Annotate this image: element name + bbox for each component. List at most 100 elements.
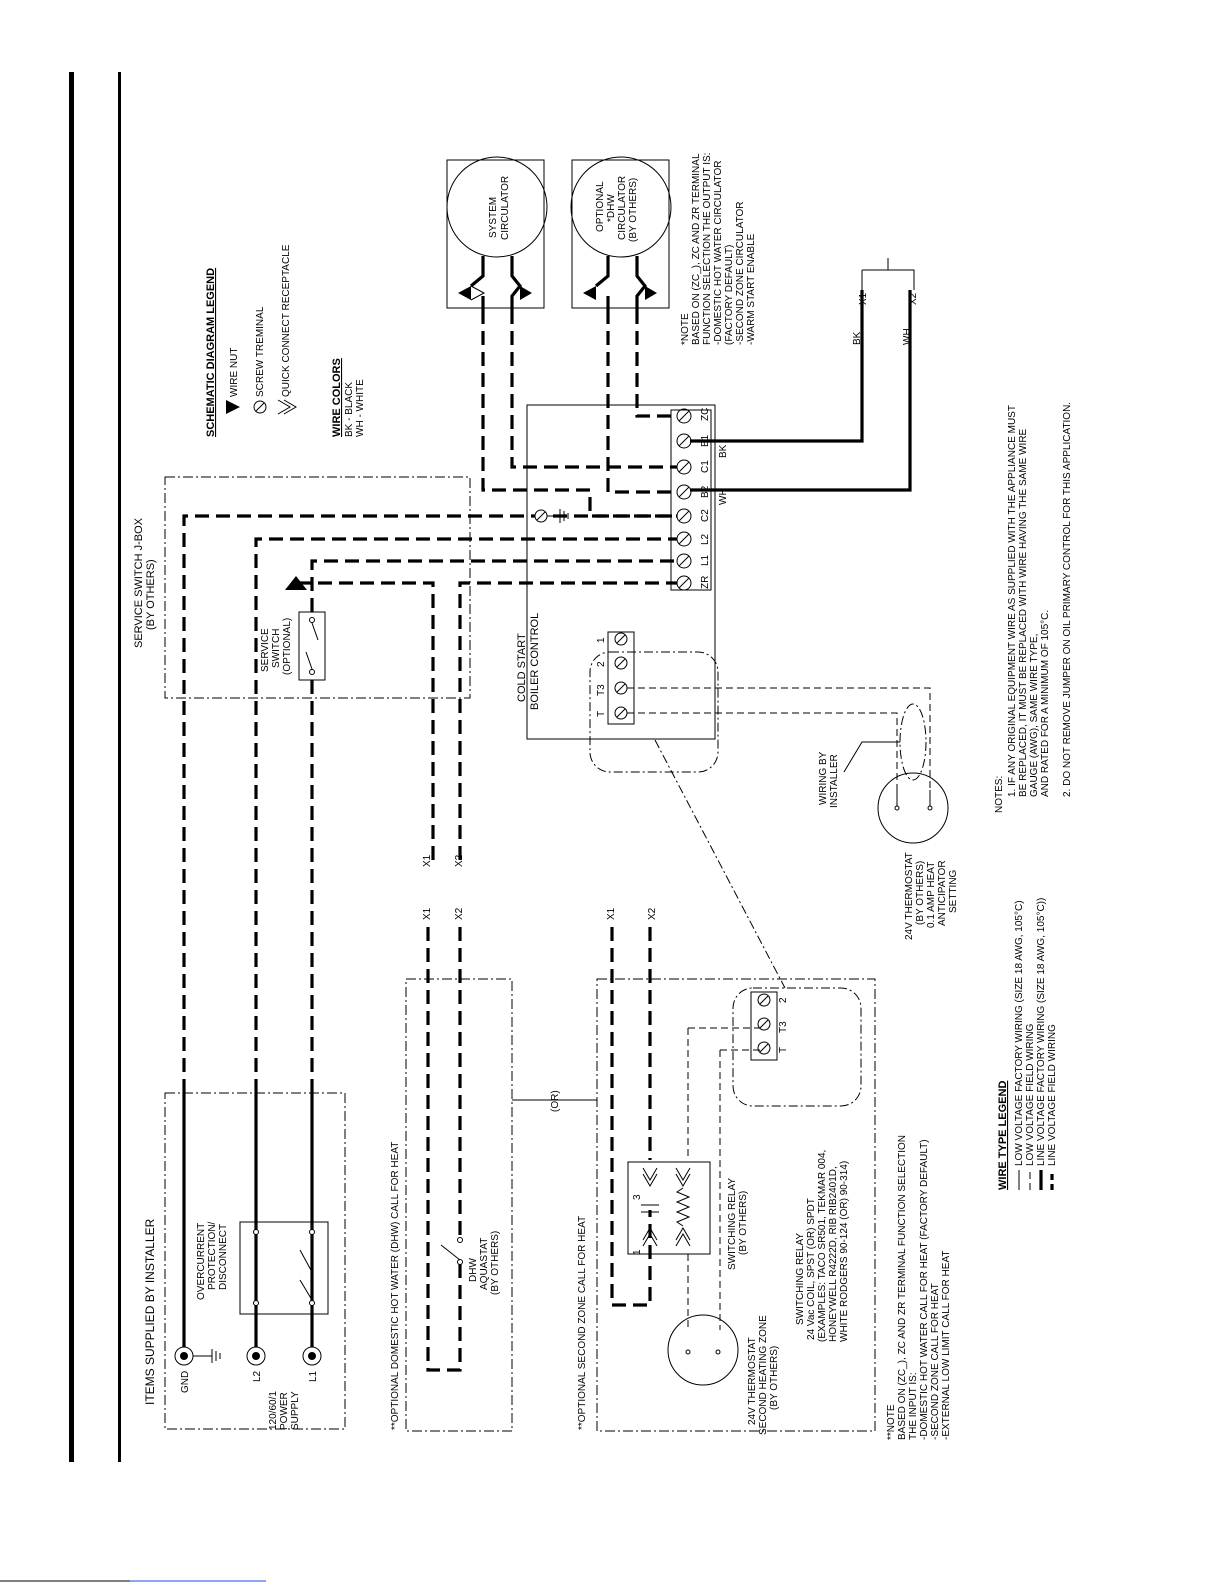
line-voltage-field-wires bbox=[182, 310, 677, 1093]
svg-text:(BY OTHERS): (BY OTHERS) bbox=[490, 1231, 501, 1295]
svg-text:GAUGE (AWG), SAME WIRE TYPE,: GAUGE (AWG), SAME WIRE TYPE, bbox=[1029, 634, 1040, 797]
svg-text:CIRCULATOR: CIRCULATOR bbox=[500, 176, 511, 240]
svg-text:BOILER CONTROL: BOILER CONTROL bbox=[529, 613, 541, 710]
wire-type-legend: WIRE TYPE LEGEND LOW VOLTAGE FACTORY WIR… bbox=[997, 898, 1058, 1190]
svg-text:SUPPLY: SUPPLY bbox=[290, 1391, 301, 1430]
svg-text:-SECOND ZONE CALL FOR HEAT: -SECOND ZONE CALL FOR HEAT bbox=[930, 1283, 941, 1440]
svg-text:BASED ON (ZC_), ZC AND ZR TERM: BASED ON (ZC_), ZC AND ZR TERMINAL FUNCT… bbox=[897, 1135, 908, 1440]
svg-text:DHW: DHW bbox=[468, 1258, 479, 1282]
dhw-zone: **OPTIONAL DOMESTIC HOT WATER (DHW) CALL… bbox=[390, 854, 513, 1432]
svg-text:LINE VOLTAGE FIELD WIRING: LINE VOLTAGE FIELD WIRING bbox=[1047, 1024, 1058, 1166]
svg-text:SCREW TREMINAL: SCREW TREMINAL bbox=[255, 306, 266, 397]
svg-text:(BY OTHERS): (BY OTHERS) bbox=[915, 861, 926, 925]
svg-text:LINE VOLTAGE FACTORY WIRING (S: LINE VOLTAGE FACTORY WIRING (SIZE 18 AWG… bbox=[1036, 898, 1047, 1166]
svg-text:WH: WH bbox=[718, 488, 729, 505]
installer-items: ITEMS SUPPLIED BY INSTALLER 120/60/1 POW… bbox=[143, 1092, 346, 1430]
second-zone: **OPTIONAL SECOND ZONE CALL FOR HEAT X1 … bbox=[577, 907, 876, 1435]
svg-text:**OPTIONAL SECOND ZONE CALL FO: **OPTIONAL SECOND ZONE CALL FOR HEAT bbox=[577, 1216, 588, 1430]
svg-text:L2: L2 bbox=[252, 1370, 263, 1382]
wire-colors-legend: WIRE COLORS BK - BLACK WH - WHITE bbox=[331, 358, 366, 437]
svg-text:(BY OTHERS): (BY OTHERS) bbox=[738, 1191, 749, 1255]
svg-text:*DHW: *DHW bbox=[606, 194, 617, 222]
notes: NOTES: 1. IF ANY ORIGINAL EQUIPMENT WIRE… bbox=[994, 402, 1073, 813]
legend-title: SCHEMATIC DIAGRAM LEGEND bbox=[205, 268, 217, 437]
svg-text:X2: X2 bbox=[908, 292, 919, 305]
boiler-thermostat: WIRING BY INSTALLER 24V THERMOSTAT (BY O… bbox=[627, 687, 959, 940]
svg-text:OPTIONAL: OPTIONAL bbox=[595, 181, 606, 232]
svg-text:T3: T3 bbox=[778, 1021, 789, 1033]
switching-relay bbox=[627, 1161, 711, 1255]
svg-text:SWITCH: SWITCH bbox=[271, 629, 282, 668]
svg-text:LOW VOLTAGE FACTORY WIRING (SI: LOW VOLTAGE FACTORY WIRING (SIZE 18 AWG,… bbox=[1014, 900, 1025, 1166]
svg-text:(BY OTHERS): (BY OTHERS) bbox=[145, 559, 157, 630]
svg-text:(FACTORY DEFAULT): (FACTORY DEFAULT) bbox=[724, 245, 735, 345]
svg-text:BK - BLACK: BK - BLACK bbox=[344, 382, 355, 437]
svg-text:T: T bbox=[778, 1047, 789, 1053]
svg-text:120/60/1: 120/60/1 bbox=[268, 1391, 279, 1430]
connector-line bbox=[654, 739, 786, 989]
svg-text:ITEMS SUPPLIED BY INSTALLER: ITEMS SUPPLIED BY INSTALLER bbox=[143, 1218, 157, 1405]
svg-text:(BY OTHERS): (BY OTHERS) bbox=[628, 178, 639, 242]
schematic-legend: SCHEMATIC DIAGRAM LEGEND WIRE NUT SCREW … bbox=[205, 244, 297, 437]
svg-text:X1: X1 bbox=[606, 907, 617, 920]
svg-text:SWITCHING RELAY: SWITCHING RELAY bbox=[727, 1178, 738, 1270]
svg-text:-WARM START ENABLE: -WARM START ENABLE bbox=[746, 233, 757, 345]
svg-text:T: T bbox=[596, 711, 607, 717]
svg-text:THE INPUT IS:: THE INPUT IS: bbox=[908, 1372, 919, 1440]
system-circulator: SYSTEM CIRCULATOR bbox=[446, 156, 548, 310]
svg-text:1. IF ANY ORIGINAL EQUIPMENT: 1. IF ANY ORIGINAL EQUIPMENT WIRE AS SUP… bbox=[1007, 405, 1018, 797]
svg-text:X2: X2 bbox=[454, 854, 465, 867]
svg-text:0.1 AMP HEAT: 0.1 AMP HEAT bbox=[926, 862, 937, 928]
svg-text:2: 2 bbox=[778, 997, 789, 1003]
left-frame-bar bbox=[69, 72, 74, 1462]
svg-text:WH - WHITE: WH - WHITE bbox=[355, 379, 366, 437]
svg-text:PROTECTION/: PROTECTION/ bbox=[207, 1221, 218, 1290]
svg-text:L1: L1 bbox=[700, 554, 711, 566]
svg-text:COLD START: COLD START bbox=[516, 633, 528, 702]
svg-text:ZR: ZR bbox=[700, 576, 711, 589]
svg-text:BASED ON (ZC_), ZC AND ZR TERM: BASED ON (ZC_), ZC AND ZR TERMINAL bbox=[691, 153, 702, 345]
svg-text:*NOTE: *NOTE bbox=[680, 313, 691, 345]
note-top: *NOTE BASED ON (ZC_), ZC AND ZR TERMINAL… bbox=[680, 153, 757, 345]
svg-text:WIRE COLORS: WIRE COLORS bbox=[331, 358, 343, 437]
dhw-circulator: OPTIONAL *DHW CIRCULATOR (BY OTHERS) bbox=[570, 156, 672, 310]
svg-text:QUICK CONNECT RECEPTACLE: QUICK CONNECT RECEPTACLE bbox=[281, 244, 292, 397]
svg-text:L1: L1 bbox=[308, 1370, 319, 1382]
svg-text:FUNCTION SELECTION THE OUTPUT: FUNCTION SELECTION THE OUTPUT IS: bbox=[702, 153, 713, 345]
svg-text:1: 1 bbox=[632, 1249, 643, 1255]
svg-text:HONEYWELL R4222D, RIB RIB2401D: HONEYWELL R4222D, RIB RIB2401D, bbox=[828, 1166, 839, 1342]
svg-text:SECOND HEATING ZONE: SECOND HEATING ZONE bbox=[758, 1315, 769, 1435]
zone2-thermostat bbox=[667, 1314, 739, 1386]
wire-nut-icon bbox=[226, 400, 240, 414]
svg-text:SERVICE SWITCH J-BOX: SERVICE SWITCH J-BOX bbox=[133, 517, 145, 648]
svg-text:LOW VOLTAGE FIELD WIRING: LOW VOLTAGE FIELD WIRING bbox=[1025, 1023, 1036, 1166]
svg-text:1: 1 bbox=[596, 637, 607, 643]
svg-text:24 Vac COIL, SPST (OR) SPDT: 24 Vac COIL, SPST (OR) SPDT bbox=[806, 1198, 817, 1340]
or-connector: (OR) bbox=[512, 1090, 597, 1112]
svg-text:X1: X1 bbox=[422, 907, 433, 920]
svg-text:NOTES:: NOTES: bbox=[994, 776, 1005, 813]
svg-text:B2: B2 bbox=[700, 485, 711, 498]
svg-text:BK: BK bbox=[718, 444, 729, 458]
svg-text:3: 3 bbox=[632, 1194, 643, 1200]
quick-connect-icon bbox=[277, 399, 297, 415]
svg-text:DISCONNECT: DISCONNECT bbox=[218, 1224, 229, 1290]
svg-text:BK: BK bbox=[852, 331, 863, 345]
svg-text:AND RATED FOR A MINIMUM OF 105: AND RATED FOR A MINIMUM OF 105°C. bbox=[1040, 610, 1051, 797]
svg-text:WIRING BY: WIRING BY bbox=[818, 751, 829, 805]
svg-text:2. DO NOT REMOVE JUMPER ON OI: 2. DO NOT REMOVE JUMPER ON OIL PRIMARY C… bbox=[1062, 402, 1073, 797]
svg-text:(EXAMPLES: TACO SR501, TEKMAR: (EXAMPLES: TACO SR501, TEKMAR 004, bbox=[817, 1150, 828, 1342]
svg-text:OVERCURRENT: OVERCURRENT bbox=[196, 1223, 207, 1300]
svg-text:C2: C2 bbox=[700, 509, 711, 522]
svg-text:X2: X2 bbox=[454, 907, 465, 920]
screw-terminal-icon bbox=[253, 400, 267, 414]
svg-text:24V THERMOSTAT: 24V THERMOSTAT bbox=[904, 852, 915, 940]
svg-text:WH: WH bbox=[902, 328, 913, 345]
svg-text:C1: C1 bbox=[700, 460, 711, 473]
svg-text:-SECOND ZONE CIRCULATOR: -SECOND ZONE CIRCULATOR bbox=[735, 201, 746, 345]
overcurrent-protection bbox=[239, 1221, 329, 1315]
svg-text:-DOMESTIC HOT WATER CALL FOR H: -DOMESTIC HOT WATER CALL FOR HEAT (FACTO… bbox=[919, 1139, 930, 1440]
svg-text:ZC: ZC bbox=[700, 408, 711, 421]
svg-text:X2: X2 bbox=[647, 907, 658, 920]
